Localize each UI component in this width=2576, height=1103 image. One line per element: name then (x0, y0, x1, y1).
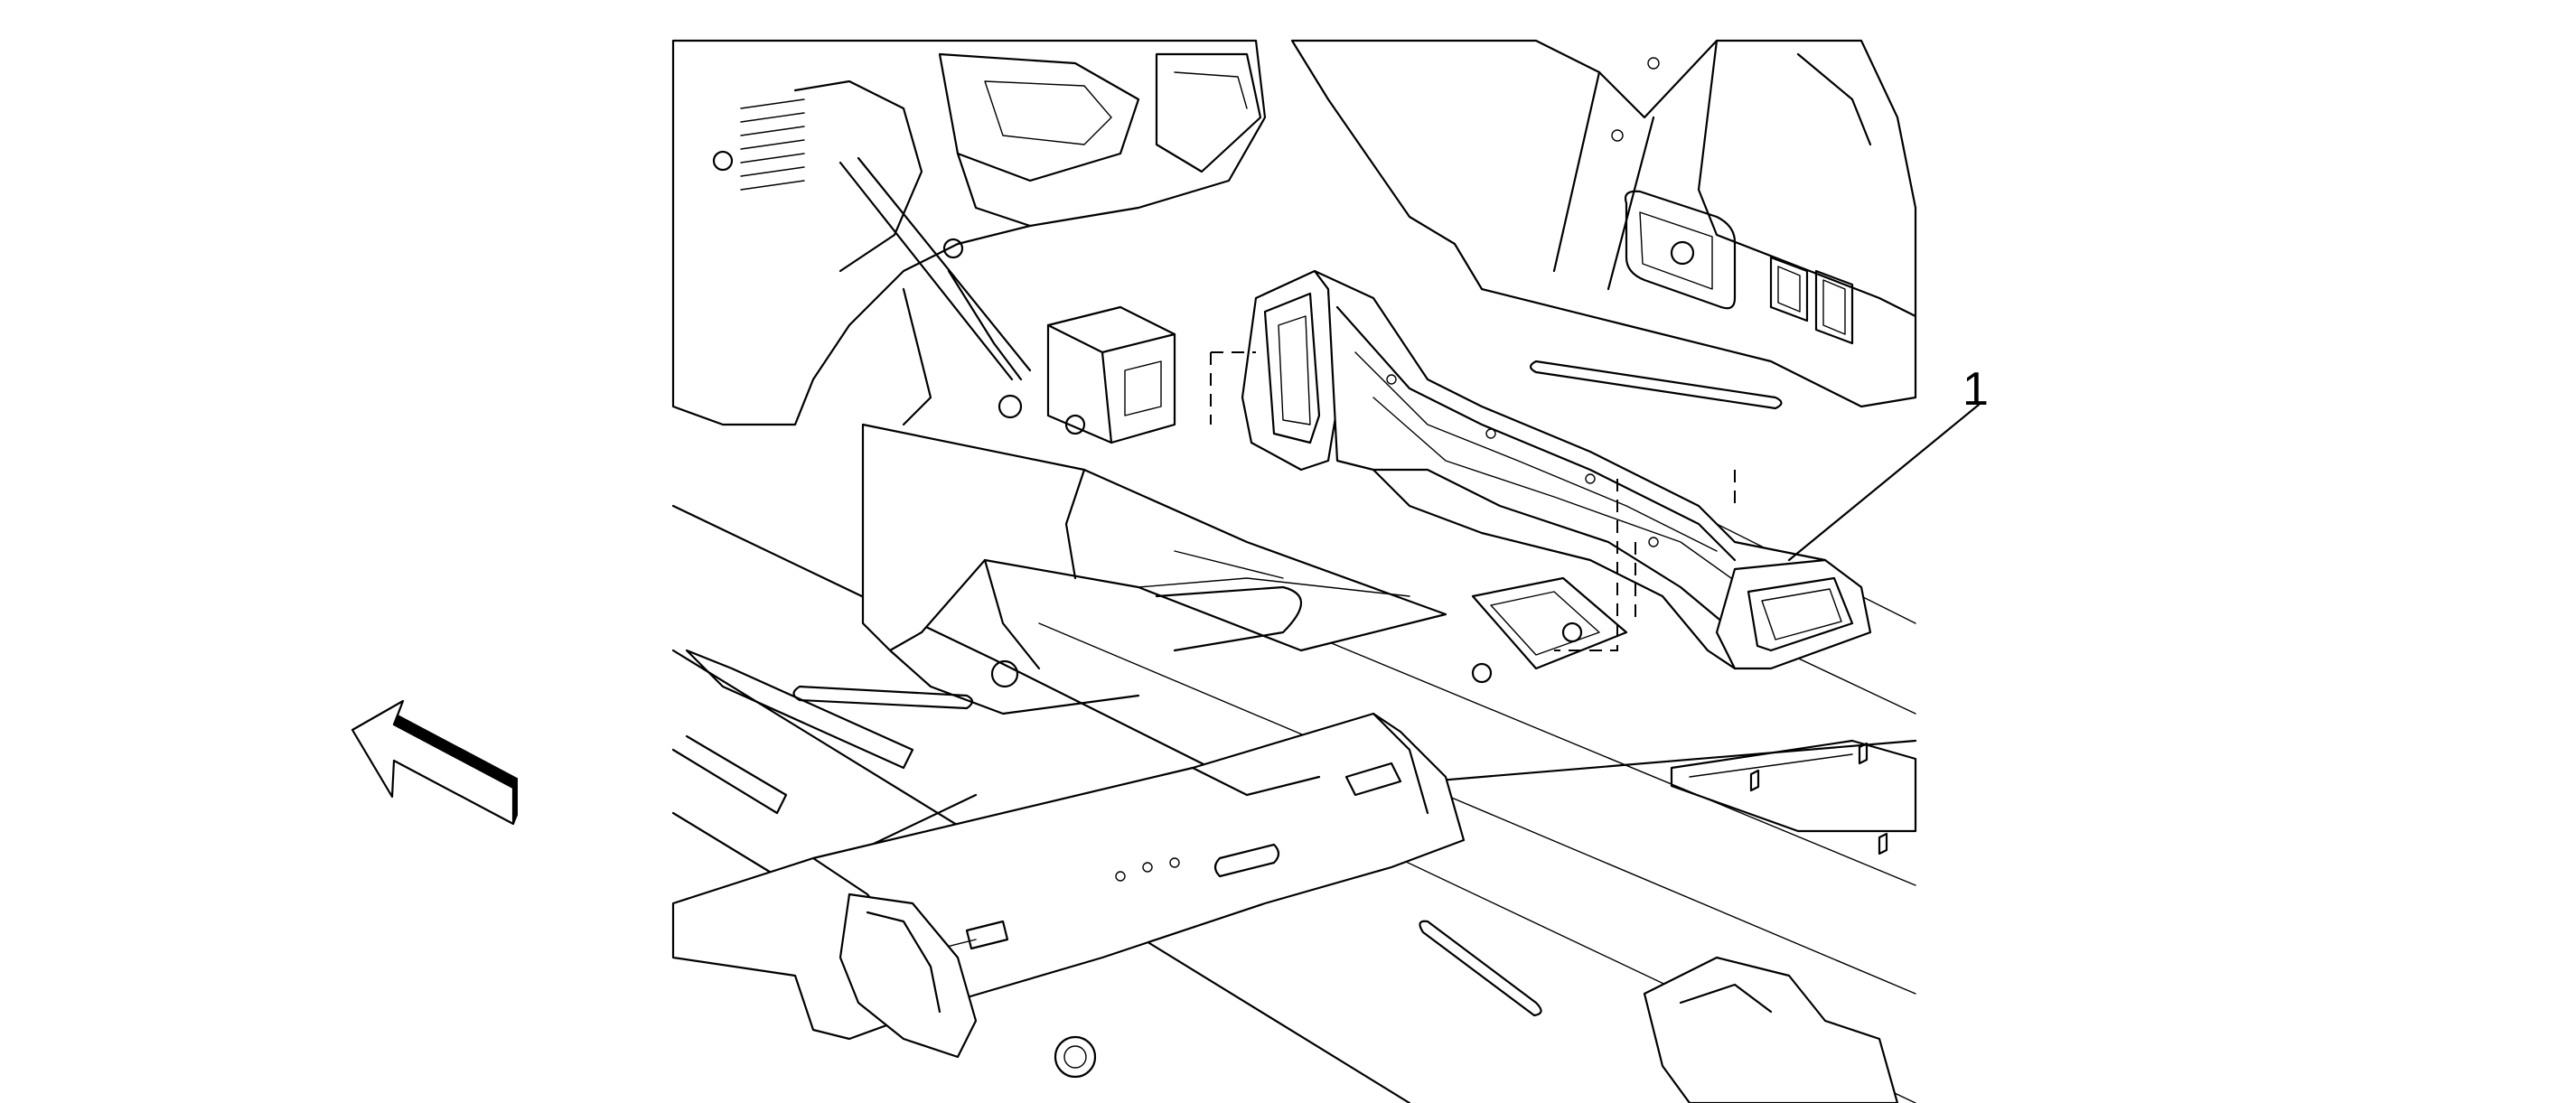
seat-crossmember (671, 712, 1899, 1103)
alignment-guides (1210, 351, 1736, 684)
callout-1-label: 1 (1962, 363, 1989, 416)
right-body-side (1290, 39, 1917, 408)
hvac-module (671, 39, 1267, 444)
rear-floor-air-duct (1241, 269, 1872, 670)
mounting-stud (1749, 742, 1888, 855)
floor-pan (671, 360, 1917, 1103)
forward-direction-arrow-icon (351, 699, 519, 826)
spring (740, 98, 805, 191)
center-tunnel (861, 423, 1447, 715)
callout-1: 1 (1787, 363, 1989, 562)
callout-1-leader (1787, 403, 1981, 562)
